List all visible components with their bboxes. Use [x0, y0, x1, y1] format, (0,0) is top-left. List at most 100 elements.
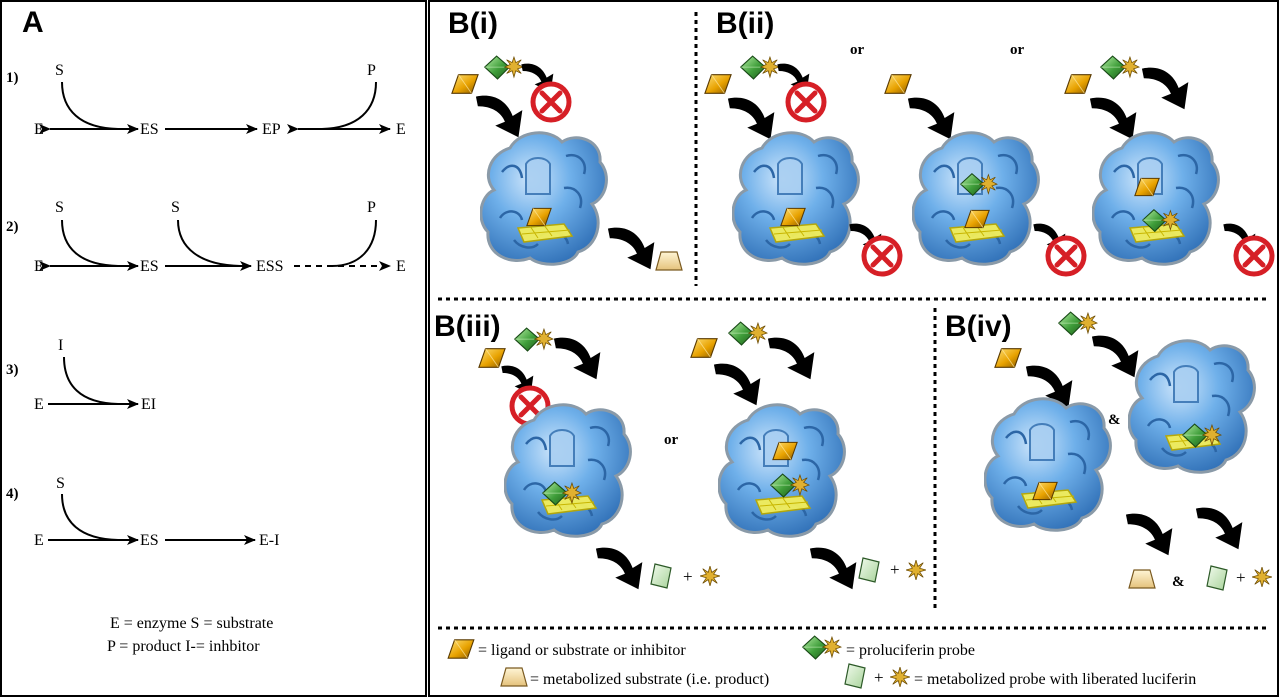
enzyme-icon: [1092, 131, 1220, 266]
inhibition-icon: [1048, 238, 1084, 274]
or-connector: or: [1010, 42, 1025, 58]
species-label: S: [55, 199, 64, 216]
scheme-b-iii-b: +: [690, 321, 926, 590]
probe-icon: [484, 55, 524, 80]
plus-sign: +: [1236, 568, 1246, 587]
species-label: S: [56, 475, 65, 492]
metabolized-probe-icon: [1206, 565, 1228, 591]
enzyme-icon: [912, 131, 1040, 266]
panel-b-frame: [428, 0, 1279, 697]
reaction-4: 4) S E ES E-I: [6, 475, 279, 549]
arrow-icon: [1089, 97, 1137, 140]
enzyme-icon: [480, 131, 608, 266]
plus-sign: +: [874, 668, 884, 687]
ligand-icon: [478, 348, 506, 368]
species-label: P: [367, 199, 376, 216]
legend-product-text: = metabolized substrate (i.e. product): [530, 671, 769, 688]
reaction-number: 4): [6, 486, 19, 502]
arrow-icon: [1091, 335, 1139, 378]
ligand-icon: [994, 348, 1022, 368]
species-label: E-I: [259, 532, 279, 549]
inhibition-icon: [1236, 238, 1272, 274]
scheme-b-iv: & & +: [984, 311, 1272, 591]
reaction-2: 2) S S P E ES ESS E: [6, 199, 406, 275]
arrow-icon: [595, 547, 643, 590]
enzyme-icon: [718, 403, 846, 538]
dotted-dividers: [438, 12, 1270, 630]
species-label: E: [396, 258, 406, 275]
legend-metabolized-probe-text: = metabolized probe with liberated lucif…: [914, 671, 1196, 688]
luciferin-icon: [890, 667, 910, 687]
species-label: EI: [141, 396, 156, 413]
product-icon: [655, 251, 683, 271]
scheme-b-iii-a: +: [478, 327, 720, 590]
arrow-icon: [607, 227, 655, 270]
panel-b-iii-label: B(iii): [434, 310, 501, 343]
or-connector: or: [664, 432, 679, 448]
metabolized-probe-icon: [858, 557, 880, 583]
and-connector: &: [1172, 574, 1185, 590]
product-icon: [1128, 569, 1156, 589]
arrow-icon: [727, 97, 775, 140]
species-label: ES: [140, 532, 159, 549]
reaction-1: 1) S P E ES EP E: [6, 62, 406, 138]
luciferin-icon: [906, 560, 926, 580]
reaction-3: 3) I E EI: [6, 337, 156, 413]
arrow-icon: [907, 97, 955, 140]
inhibition-icon: [788, 84, 824, 120]
panel-a-label: A: [22, 6, 44, 39]
arrow-icon: [809, 547, 857, 590]
legend: = ligand or substrate or inhibitor = pro…: [447, 635, 1196, 689]
abbreviation-key-line-1: E = enzyme S = substrate: [110, 615, 273, 632]
arrow-icon: [553, 337, 601, 380]
luciferin-icon: [1252, 567, 1272, 587]
probe-icon: [514, 327, 554, 352]
panel-b-ii-label: B(ii): [716, 7, 774, 40]
arrow-icon: [1195, 507, 1243, 550]
panel-b-iv-label: B(iv): [945, 310, 1012, 343]
enzyme-icon: [732, 131, 860, 266]
probe-icon: [740, 55, 780, 80]
ligand-icon: [690, 338, 718, 358]
scheme-b-ii-c: [1064, 55, 1272, 274]
arrow-icon: [1125, 513, 1173, 556]
reaction-number: 3): [6, 362, 19, 378]
plus-sign: +: [890, 560, 900, 579]
or-connector: or: [850, 42, 865, 58]
scheme-b-ii-b: [884, 74, 1084, 274]
probe-icon: [728, 321, 768, 346]
species-label: E: [396, 121, 406, 138]
enzyme-icon: [1128, 339, 1256, 474]
luciferin-icon: [700, 566, 720, 586]
product-icon: [500, 667, 528, 687]
species-label: E: [34, 396, 44, 413]
species-label: I: [58, 337, 63, 354]
species-label: ES: [140, 121, 159, 138]
species-label: P: [367, 62, 376, 79]
inhibition-icon: [864, 238, 900, 274]
panel-a-frame: [0, 0, 427, 697]
metabolized-probe-icon: [650, 563, 672, 589]
arrow-icon: [767, 337, 815, 380]
species-label: EP: [262, 121, 281, 138]
metabolized-probe-icon: [844, 663, 866, 689]
species-label: S: [55, 62, 64, 79]
arrow-icon: [713, 363, 761, 406]
scheme-b-i: [451, 55, 683, 271]
ligand-icon: [1064, 74, 1092, 94]
abbreviation-key-line-2: P = product I-= inhbitor: [107, 638, 260, 655]
reaction-number: 2): [6, 219, 19, 235]
species-label: ES: [140, 258, 159, 275]
enzyme-icon: [984, 397, 1112, 532]
species-label: ESS: [256, 258, 284, 275]
arrow-icon: [475, 95, 523, 138]
and-connector: &: [1108, 412, 1121, 428]
probe-icon: [802, 635, 842, 660]
species-label: E: [34, 121, 44, 138]
probe-icon: [1058, 311, 1098, 336]
scheme-b-ii-a: [704, 55, 900, 274]
species-label: E: [34, 532, 44, 549]
species-label: S: [171, 199, 180, 216]
plus-sign: +: [683, 567, 693, 586]
